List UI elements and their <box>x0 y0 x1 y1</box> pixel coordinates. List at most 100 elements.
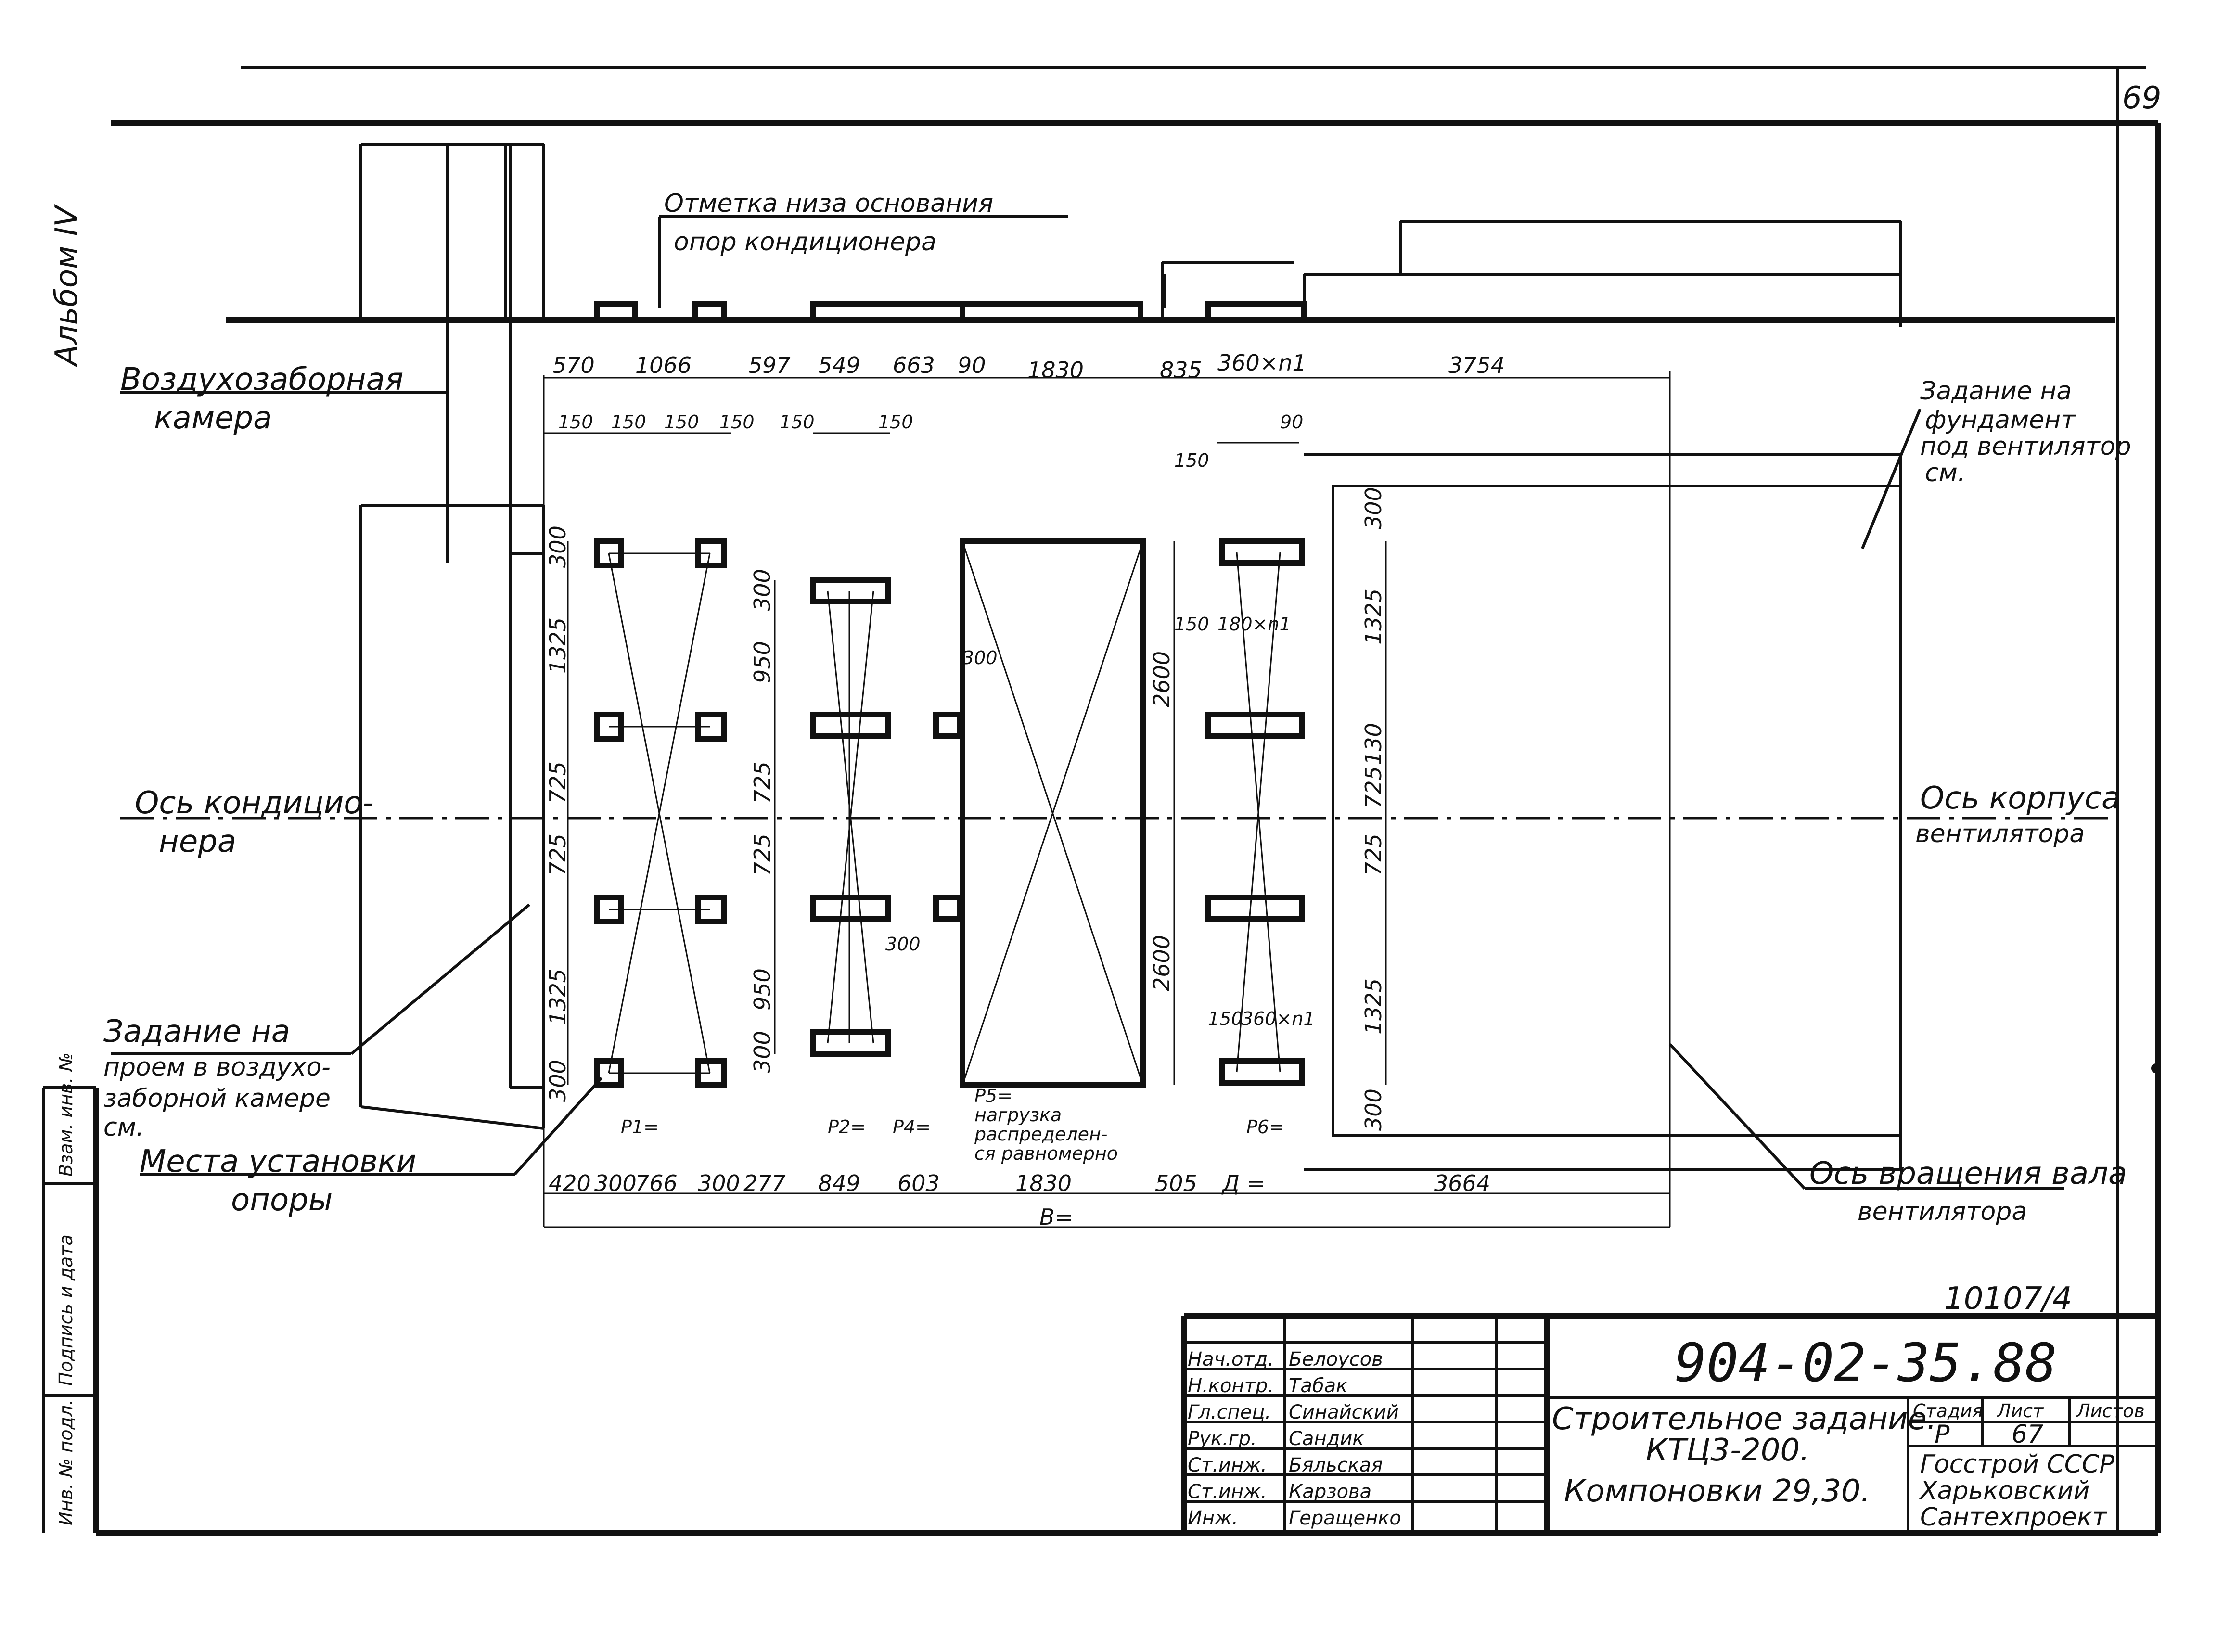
org-line-2: Харьковский <box>1919 1476 2090 1505</box>
dim-top-597: 597 <box>748 352 791 378</box>
dim-300-a: 300 <box>962 647 998 668</box>
dim-right-725-top: 725 <box>1360 766 1386 808</box>
stamp-replaced-inv: Взам. инв. № <box>55 1052 77 1177</box>
dim-d: Д = <box>1221 1170 1265 1196</box>
supports-column-2 <box>810 577 963 1057</box>
sheets-label: Листов <box>2076 1400 2145 1421</box>
name-3: Сандик <box>1289 1428 1364 1450</box>
name-1: Табак <box>1289 1375 1347 1397</box>
dim-top-360n1: 360×n1 <box>1217 350 1307 376</box>
org-line-3: Сантехпроект <box>1920 1503 2107 1532</box>
conditioner-axis-label-1: Ось кондицио- <box>135 785 374 821</box>
stamp-inv-no: Инв. № подл. <box>55 1399 77 1525</box>
name-6: Геращенко <box>1289 1507 1401 1529</box>
dim-c2-300-bot: 300 <box>749 1031 775 1073</box>
load-labels: P1= P2= P4= P6= P5= нагрузка распределен… <box>621 1085 1284 1164</box>
dim-150-d: 150 <box>719 411 755 433</box>
dim-top-1830: 1830 <box>1027 357 1084 383</box>
name-2: Синайский <box>1289 1401 1399 1423</box>
designation: 904-02-35.88 <box>1675 1332 2057 1394</box>
plan-view <box>543 371 1902 1227</box>
name-4: Бяльская <box>1289 1454 1383 1476</box>
supports-column-3 <box>1205 538 1305 1086</box>
dim-right-300-bot: 300 <box>1360 1089 1386 1131</box>
load-p5-line2: нагрузка <box>974 1104 1062 1126</box>
sheet-label: Лист <box>1996 1400 2044 1421</box>
role-3: Рук.гр. <box>1188 1428 1257 1450</box>
dim-bot-505: 505 <box>1155 1170 1197 1196</box>
dim-left-300-bot: 300 <box>545 1060 571 1102</box>
dim-150-g: 150 <box>1174 450 1209 471</box>
role-5: Ст.инж. <box>1188 1481 1267 1503</box>
top-dimensions: 570 1066 597 549 663 90 1830 835 360×n1 … <box>552 350 1505 383</box>
conditioner-axis-label-2: нера <box>159 824 236 859</box>
dim-c2-950-bot: 950 <box>749 968 775 1011</box>
fan-housing-axis-label-2: вентилятора <box>1915 820 2085 848</box>
dim-300-b: 300 <box>885 934 921 955</box>
name-5: Карзова <box>1289 1481 1371 1503</box>
dim-c2-725-top: 725 <box>749 761 775 804</box>
dim-150-e: 150 <box>780 411 815 433</box>
dim-bot-849: 849 <box>818 1170 860 1196</box>
dim-top-549: 549 <box>818 352 860 378</box>
name-0: Белоусов <box>1289 1348 1383 1370</box>
dim-c2-300-top: 300 <box>749 569 775 611</box>
dim-left-725-bot: 725 <box>545 833 571 876</box>
dim-bot-766: 766 <box>635 1170 678 1196</box>
dim-150-a: 150 <box>558 411 593 433</box>
dim-left-725-top: 725 <box>545 761 571 804</box>
dim-150-i: 150 <box>1208 1008 1243 1029</box>
side-stamp: Инв. № подл. Подпись и дата Взам. инв. № <box>42 1052 96 1533</box>
elevation-view <box>226 143 2115 327</box>
leader-lines <box>111 391 2064 1190</box>
load-p5-line1: P5= <box>974 1085 1012 1106</box>
support-place-label-1: Места установки <box>140 1144 416 1179</box>
support-place-label-2: опоры <box>231 1182 333 1218</box>
dim-right-1325-bot: 1325 <box>1360 978 1386 1035</box>
title-line-2: КТЦ3-200. <box>1646 1433 1810 1468</box>
fan-housing-axis-label-1: Ось корпуса <box>1920 781 2120 816</box>
dim-180n1: 180×n1 <box>1217 614 1291 635</box>
load-p5-line4: ся равномерно <box>974 1143 1118 1164</box>
shaft-axis-label-1: Ось вращения вала <box>1809 1156 2127 1191</box>
dim-bot-300-b: 300 <box>698 1170 740 1196</box>
role-0: Нач.отд. <box>1188 1348 1274 1370</box>
dim-150-c: 150 <box>664 411 699 433</box>
dim-left-300-top: 300 <box>545 525 571 568</box>
vertical-dimensions: 300 1325 725 725 1325 300 300 950 725 72… <box>545 487 1386 1131</box>
title-block <box>1181 1313 2158 1533</box>
dim-bot-420: 420 <box>549 1170 591 1196</box>
dim-top-570: 570 <box>552 352 595 378</box>
load-p1: P1= <box>621 1116 659 1138</box>
fan-foundation-label-2: фундамент <box>1925 406 2076 435</box>
dim-bot-3664: 3664 <box>1434 1170 1490 1196</box>
dim-bot-277: 277 <box>743 1170 786 1196</box>
dim-top-663: 663 <box>893 352 935 378</box>
fan-foundation-label-3: под вентилятор <box>1920 432 2131 461</box>
dim-bot-300-a: 300 <box>594 1170 637 1196</box>
dim-right-1325-top: 1325 <box>1360 589 1386 645</box>
fan-foundation-label-1: Задание на <box>1920 377 2072 406</box>
opening-task-label-2: проем в воздухо- <box>103 1053 331 1082</box>
dim-bot-603: 603 <box>897 1170 940 1196</box>
stage-label: Стадия <box>1913 1400 1983 1421</box>
dim-150-f: 150 <box>878 411 913 433</box>
dim-top-3754: 3754 <box>1448 352 1505 378</box>
load-p5-line3: распределен- <box>974 1124 1108 1145</box>
small-dimensions: 150 150 150 150 150 150 90 150 150 180×n… <box>558 411 1315 1029</box>
air-intake-label-2: камера <box>154 400 272 436</box>
page-number: 69 <box>2122 80 2161 116</box>
load-p6: P6= <box>1246 1116 1284 1138</box>
title-line-3: Компоновки 29,30. <box>1564 1473 1871 1509</box>
dim-90: 90 <box>1280 411 1303 433</box>
dim-top-90: 90 <box>958 352 986 378</box>
stage-value: Р <box>1935 1420 1950 1449</box>
air-intake-chamber <box>359 144 545 1130</box>
dim-c2-950-top: 950 <box>749 641 775 683</box>
shaft-axis-label-2: вентилятора <box>1858 1197 2027 1226</box>
note-base-level-line2: опор кондиционера <box>674 228 936 256</box>
dim-b-total: B= <box>1039 1204 1073 1230</box>
album-label: Альбом IV <box>49 204 85 368</box>
title-block-roles: Нач.отд. Белоусов Н.контр. Табак Гл.спец… <box>1188 1348 1401 1529</box>
dim-360n1-b: 360×n1 <box>1242 1008 1315 1029</box>
